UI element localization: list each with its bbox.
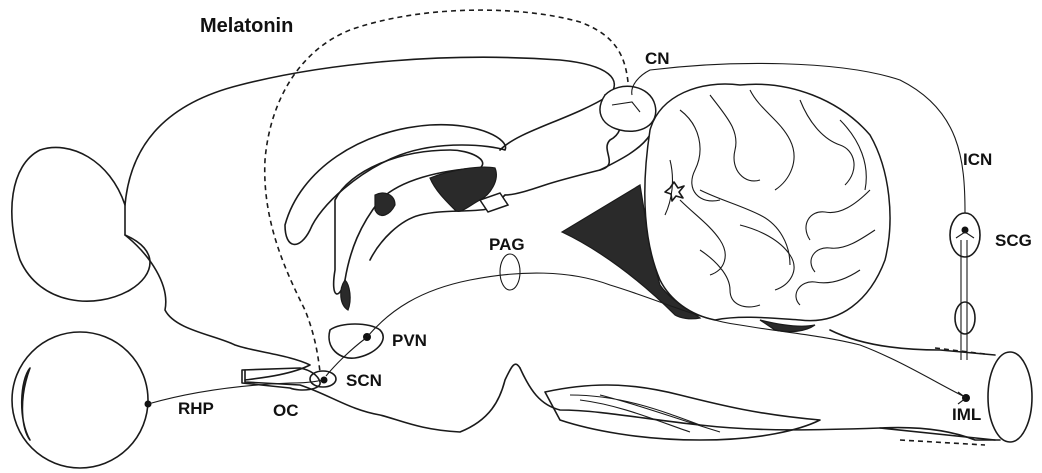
spinal-cord-dash-bottom [900, 440, 985, 445]
label-rhp: RHP [178, 399, 214, 418]
middle-ganglion [955, 302, 975, 334]
third-ventricle [375, 193, 395, 215]
ventral-forebrain [245, 364, 520, 432]
olfactory-bulb [12, 147, 150, 301]
label-pag: PAG [489, 235, 525, 254]
pag-region [500, 254, 520, 290]
pineal-gland [600, 86, 656, 131]
brain-outline [125, 57, 614, 380]
label-scg: SCG [995, 231, 1032, 250]
label-melatonin: Melatonin [200, 15, 293, 37]
pons-base [545, 385, 820, 440]
eye-lens [22, 368, 30, 440]
pons-fibers [570, 395, 720, 432]
ventricle-tail [341, 280, 350, 310]
label-pvn: PVN [392, 331, 427, 350]
eye [12, 332, 148, 468]
label-cn: CN [645, 49, 670, 68]
preganglionic-fiber [961, 240, 967, 360]
label-oc: OC [273, 401, 299, 420]
label-iml: IML [952, 405, 981, 424]
scg-ganglion [950, 213, 980, 257]
spinal-cord-section [988, 352, 1032, 442]
label-icn: ICN [963, 150, 992, 169]
label-scn: SCN [346, 371, 382, 390]
pvn-region [329, 324, 383, 358]
spinal-cord-top [830, 330, 995, 355]
cerebellum [645, 84, 890, 321]
